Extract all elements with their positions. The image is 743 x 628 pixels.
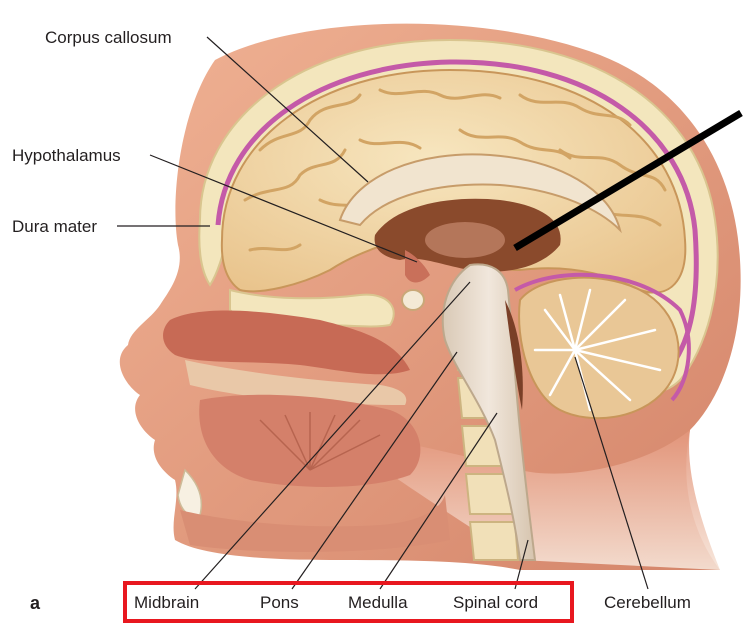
label-cerebellum: Cerebellum	[604, 594, 691, 611]
label-hypothalamus: Hypothalamus	[12, 147, 121, 164]
cerebellum	[519, 278, 679, 419]
thalamus	[425, 222, 505, 258]
panel-letter: a	[30, 593, 40, 614]
brainstem-highlight-box	[123, 581, 574, 623]
label-corpus-callosum: Corpus callosum	[45, 29, 172, 46]
label-dura-mater: Dura mater	[12, 218, 97, 235]
pituitary	[402, 290, 424, 310]
